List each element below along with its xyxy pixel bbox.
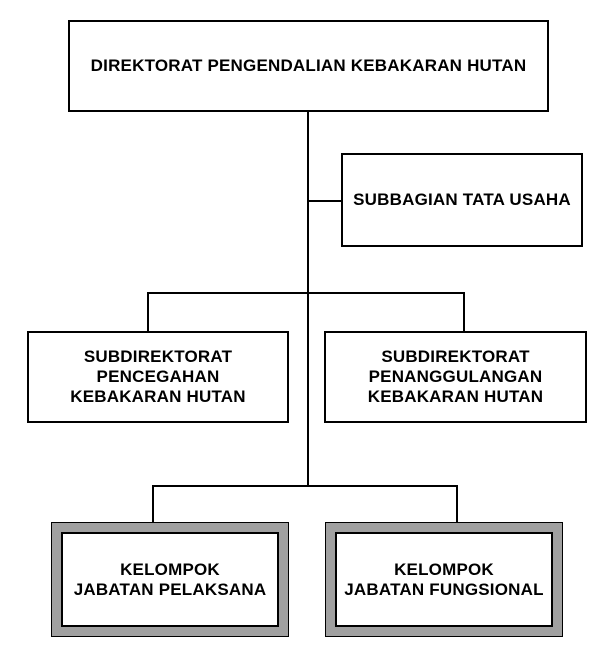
- node-label-line: PENCEGAHAN: [96, 367, 220, 386]
- connector-subdirektorat-split-line: [147, 292, 465, 294]
- connector-kelompok-split-line: [152, 485, 458, 487]
- connector-fungsional-stub-line: [456, 485, 458, 522]
- node-label-line: SUBDIREKTORAT: [83, 347, 233, 366]
- node-label: DIREKTORAT PENGENDALIAN KEBAKARAN HUTAN: [90, 56, 527, 75]
- node-label-line: SUBDIREKTORAT: [381, 347, 530, 366]
- node-label-line: JABATAN PELAKSANA: [73, 579, 267, 599]
- connector-penanggulangan-stub-line: [463, 292, 465, 331]
- node-label-line: JABATAN FUNGSIONAL: [344, 579, 544, 599]
- node-subdirektorat-pencegahan: SUBDIREKTORAT PENCEGAHAN KEBAKARAN HUTAN: [27, 331, 289, 423]
- node-subdirektorat-penanggulangan: SUBDIREKTORAT PENANGGULANGAN KEBAKARAN H…: [324, 331, 587, 423]
- connector-trunk-line: [307, 112, 309, 487]
- node-label-line: KELOMPOK: [394, 559, 494, 579]
- node-label-line: KEBAKARAN HUTAN: [367, 387, 544, 406]
- node-label-line: KELOMPOK: [120, 559, 220, 579]
- connector-pelaksana-stub-line: [152, 485, 154, 522]
- connector-tata-usaha-line: [308, 200, 341, 202]
- node-label-line: PENANGGULANGAN: [368, 367, 543, 386]
- node-label-line: KEBAKARAN HUTAN: [70, 387, 246, 406]
- node-kelompok-jabatan-pelaksana-inner: KELOMPOK JABATAN PELAKSANA: [61, 532, 279, 627]
- node-kelompok-jabatan-fungsional-inner: KELOMPOK JABATAN FUNGSIONAL: [335, 532, 553, 627]
- connector-pencegahan-stub-line: [147, 292, 149, 331]
- node-kelompok-jabatan-pelaksana: KELOMPOK JABATAN PELAKSANA: [51, 522, 289, 637]
- node-subbagian-tata-usaha: SUBBAGIAN TATA USAHA: [341, 153, 583, 247]
- node-label: SUBBAGIAN TATA USAHA: [353, 190, 571, 209]
- node-kelompok-jabatan-fungsional: KELOMPOK JABATAN FUNGSIONAL: [325, 522, 563, 637]
- node-direktorat-pengendalian-kebakaran-hutan: DIREKTORAT PENGENDALIAN KEBAKARAN HUTAN: [68, 20, 549, 112]
